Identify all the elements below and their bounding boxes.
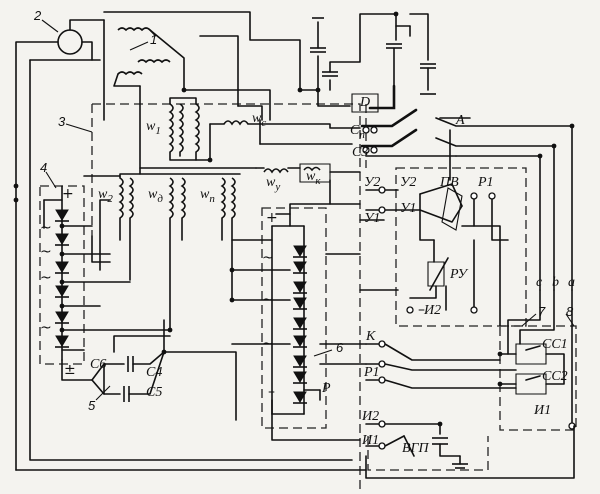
label-I2-relay: И2: [423, 303, 441, 318]
label-y2-right: У2: [400, 175, 416, 190]
contacts-D-Cn-C3: [259, 89, 379, 154]
label-C5: С5: [146, 385, 162, 400]
label-C3: С3: [352, 145, 368, 160]
label-ac-4: ~: [262, 250, 274, 266]
junction-dots: [13, 11, 575, 427]
capacitor-bank-upper: [299, 13, 436, 95]
winding-w1: [168, 97, 211, 161]
label-capacitors-5: 5: [88, 398, 96, 413]
label-I2-bottom: И2: [361, 409, 379, 424]
label-ac-1: ~: [40, 220, 52, 236]
label-PY: РУ: [449, 267, 469, 282]
labels: 2 1 3 4 5 6 7 8 w1 wс wу wк w2 wд wп D С…: [33, 8, 575, 456]
relay-block-7: [406, 183, 509, 327]
label-P1-top: Р1: [477, 175, 494, 190]
label-ac-3: ~: [40, 320, 52, 336]
label-wd: wд: [148, 187, 163, 205]
label-C4: С4: [146, 365, 162, 380]
block-8-CC: [499, 289, 576, 430]
label-C6: С6: [90, 357, 106, 372]
label-wc: wс: [252, 111, 266, 129]
winding-wc: [209, 120, 361, 161]
windings-w2-wd-wn: [99, 173, 241, 331]
label-generator-2: 2: [33, 8, 42, 23]
label-y2-left: У2: [364, 175, 380, 190]
label-phase-c: с: [536, 275, 543, 290]
label-I1-bottom: И1: [361, 433, 379, 448]
label-P: Р: [321, 381, 331, 396]
capacitor-block-5: [91, 319, 237, 421]
label-block-3: 3: [58, 114, 66, 129]
misc-wiring: [83, 85, 399, 401]
label-ac-6: ~: [262, 336, 274, 352]
label-P1-bottom: Р1: [363, 365, 380, 380]
label-w2: w2: [98, 187, 113, 205]
label-ac-5: ~: [262, 292, 274, 308]
label-transformer-1: 1: [150, 32, 157, 47]
label-phase-b: b: [552, 275, 559, 290]
terminals-K-P1: [319, 340, 517, 389]
label-plusminus: ±: [64, 362, 76, 378]
label-wk: wк: [306, 169, 321, 187]
label-K: К: [365, 329, 376, 344]
generator-2: [15, 19, 105, 471]
label-w1: w1: [146, 119, 161, 137]
label-CC1: СС1: [542, 337, 568, 352]
callout-leaders: [41, 19, 575, 401]
winding-wy-wk: [139, 163, 361, 183]
label-block-8: 8: [566, 304, 574, 319]
label-plus-rectifier: +: [62, 186, 74, 202]
label-y1-left: У1: [364, 211, 380, 226]
rectifier-4: [43, 185, 171, 381]
label-minus-relay: –: [418, 302, 425, 318]
label-CC2: СС2: [542, 369, 568, 384]
label-I1-block8: И1: [533, 403, 551, 418]
contactor-A: [360, 84, 573, 291]
terminals-Y: [359, 186, 421, 221]
label-rectifier-4: 4: [40, 160, 47, 175]
label-wy: wу: [266, 175, 280, 193]
label-y1-right: У1: [400, 201, 416, 216]
label-wn: wп: [200, 187, 215, 205]
label-ac-2: ~: [40, 270, 52, 286]
label-ac-7: ~: [40, 244, 52, 260]
label-A: А: [455, 113, 465, 128]
label-plus-bridge: +: [266, 210, 278, 226]
label-minus-bridge: –: [268, 384, 275, 400]
label-relay-block-7: 7: [538, 304, 546, 319]
dashed-outlines: [39, 103, 577, 490]
transformer-1: [103, 11, 301, 121]
label-Cn: Сп: [350, 123, 365, 141]
label-PV: ПВ: [439, 175, 459, 190]
rectifier-bridge-6: [231, 203, 361, 441]
label-bridge-6: 6: [336, 340, 344, 355]
terminals-I-VGP: [15, 59, 575, 479]
label-phase-a: а: [568, 275, 575, 290]
label-D: D: [359, 95, 370, 110]
label-VGP: ВГП: [402, 441, 430, 456]
